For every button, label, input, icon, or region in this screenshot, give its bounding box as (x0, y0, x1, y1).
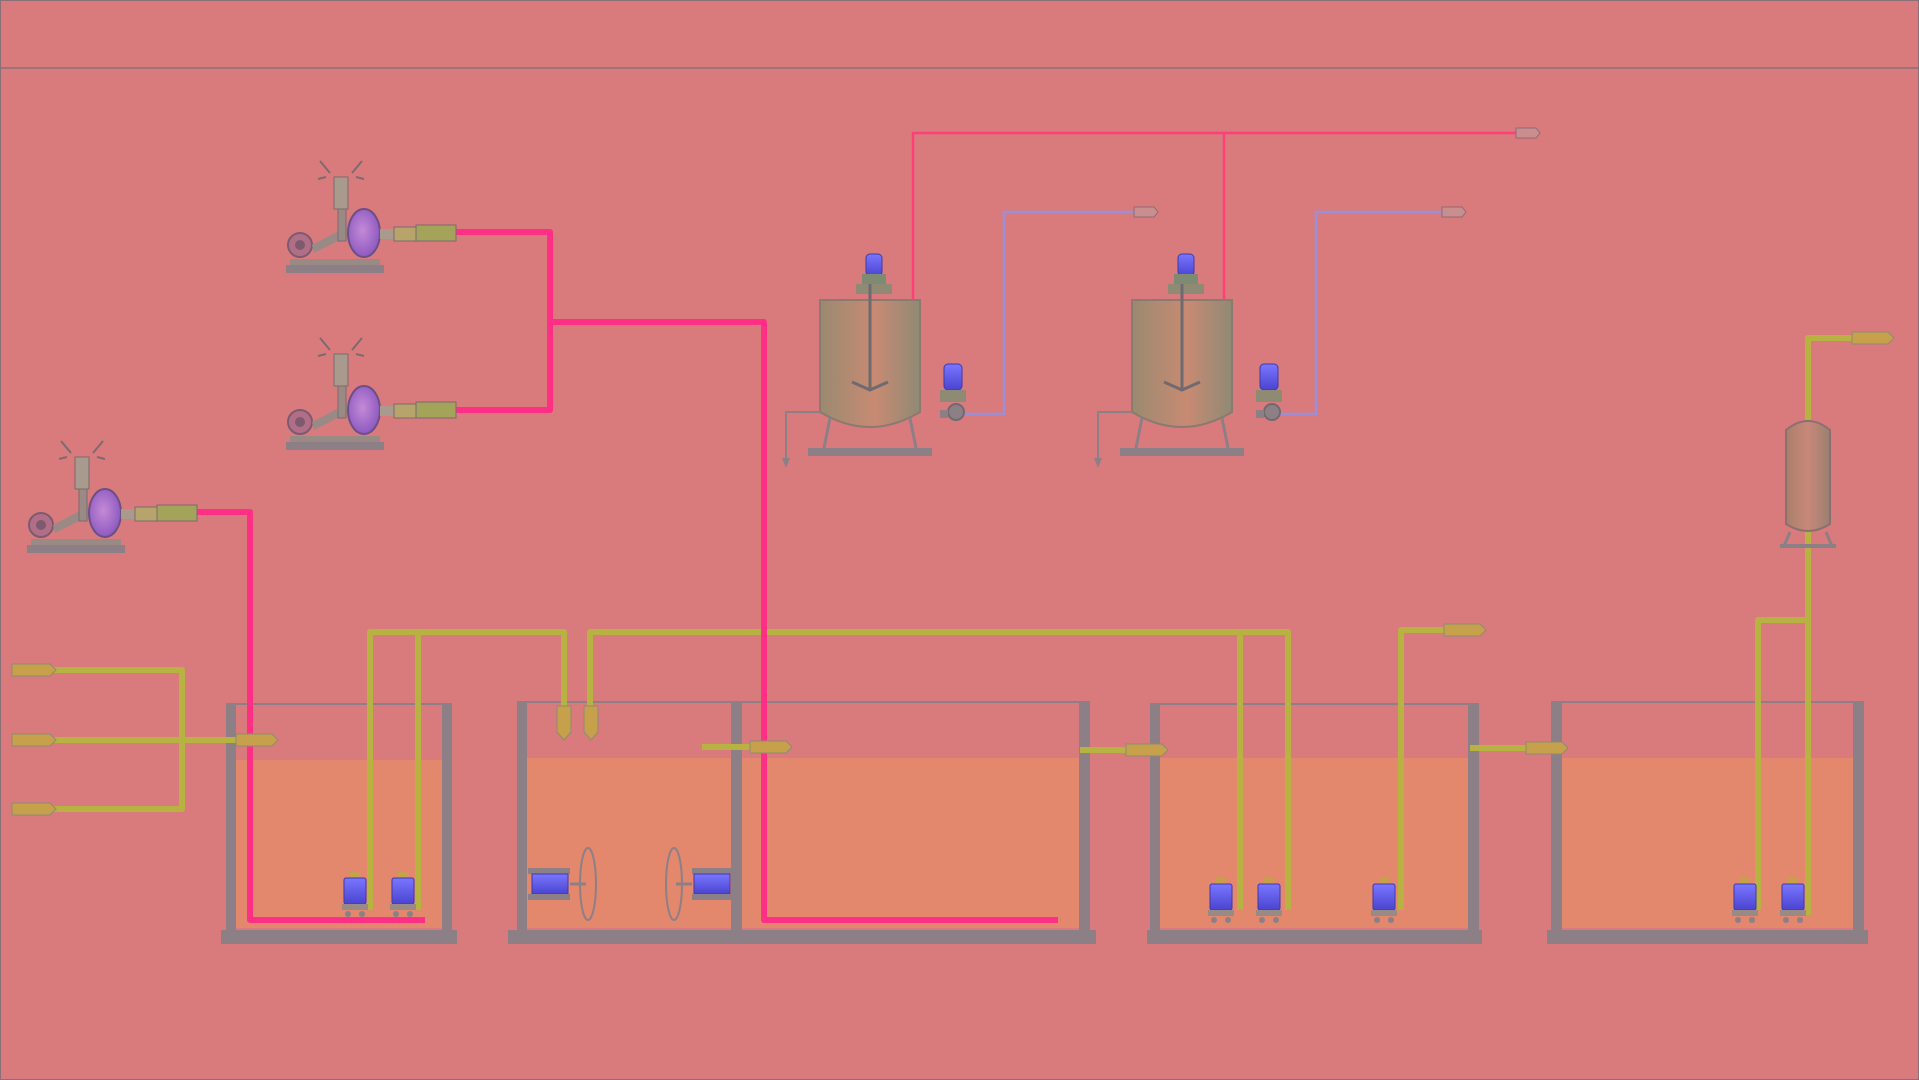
pipe-arrow-icon (235, 733, 279, 747)
pipe-arrow-icon (11, 802, 57, 816)
inlet-pipe-1 (54, 667, 185, 740)
submersible-pump-icon (1732, 878, 1758, 923)
inlet-nozzle-icon (556, 705, 572, 741)
basin-2-wall-left (517, 702, 527, 930)
metering-pump-2 (1256, 363, 1282, 421)
dosing-tank-1 (782, 253, 966, 468)
mixing-tank-icon (1094, 253, 1244, 468)
blowers (27, 160, 457, 553)
pipe-arrow-icon (1515, 127, 1541, 139)
basin-4-wall-left (1150, 704, 1160, 930)
mixer-2 (665, 847, 734, 921)
pipe-arrow-icon (1441, 206, 1467, 218)
mixing-tank-icon (782, 253, 932, 468)
submersible-pump-icon (1256, 878, 1282, 923)
submersible-pumps (342, 872, 1806, 923)
vessel-outlet (1805, 335, 1858, 420)
basin-4-floor (1147, 930, 1482, 944)
basin-4 (1147, 703, 1482, 944)
basin-3-wall-right (1079, 702, 1090, 930)
blower-2 (286, 337, 457, 450)
roots-blower-icon (27, 440, 198, 553)
basin-5-wall-left (1551, 702, 1562, 930)
metering-pump-1 (940, 363, 966, 421)
mixers (528, 847, 734, 921)
inlet-nozzle-icon (583, 705, 599, 741)
basin-1-wall-left (226, 704, 236, 930)
metering-pump-icon (1256, 363, 1282, 421)
blower-1 (286, 160, 457, 273)
roots-blower-icon (286, 160, 457, 273)
basin-3 (508, 702, 1096, 944)
pipe-arrow-icon (1125, 743, 1169, 757)
chemical-lines (911, 131, 1520, 416)
blower-3-air-pipe (192, 509, 425, 923)
basin-4-outlet (1398, 627, 1450, 910)
pipe-arrow-icon (749, 740, 793, 754)
inlet-pipe-3 (54, 740, 185, 812)
dosing-line-2 (1260, 210, 1455, 416)
basin-5-floor (1547, 930, 1868, 944)
blower-3 (27, 440, 198, 553)
basin-1-pump-riser-a (367, 629, 567, 910)
basin-2-water (526, 758, 732, 928)
basin-5-wall-right (1853, 702, 1864, 930)
blower-1-air-pipe (455, 229, 553, 413)
basin-2-3-floor (508, 930, 1096, 944)
filter-vessel (1780, 420, 1836, 548)
basin-4-wall-right (1468, 704, 1479, 930)
basin-5 (1547, 701, 1868, 944)
pipe-ends (11, 127, 1895, 816)
mixer-1 (528, 847, 597, 921)
basin-4-water (1159, 758, 1469, 928)
pipe-arrow-icon (11, 733, 57, 747)
pipe-arrow-icon (11, 663, 57, 677)
metering-pump-icon (940, 363, 966, 421)
dosing-tanks (782, 253, 1282, 468)
propeller-mixer-icon (665, 847, 734, 921)
dosing-line-1 (945, 210, 1148, 416)
water-pipes (54, 335, 1858, 915)
basin-1-wall-right (442, 704, 452, 930)
blower-header-pipe (550, 319, 1058, 923)
transfer-header (587, 629, 1291, 910)
dosing-tank-2 (1094, 253, 1282, 468)
pipe-arrow-icon (1851, 331, 1895, 345)
submersible-pump-icon (390, 872, 416, 917)
air-pipes (192, 229, 1058, 923)
submersible-pump-icon (342, 872, 368, 917)
submersible-pump-icon (1780, 878, 1806, 923)
pipe-arrow-icon (1133, 206, 1159, 218)
propeller-mixer-icon (528, 847, 597, 921)
pressure-vessel-icon (1780, 420, 1836, 548)
pipe-arrow-icon (1443, 623, 1487, 637)
basin-2-wall-right (731, 702, 742, 930)
submersible-pump-icon (1371, 878, 1397, 923)
basin-1-floor (221, 930, 457, 944)
chemical-feed-line (911, 131, 1520, 300)
basin-5-riser-a (1755, 617, 1808, 910)
roots-blower-icon (286, 337, 457, 450)
submersible-pump-icon (1208, 878, 1234, 923)
basin-3-water (742, 758, 1079, 928)
pipe-arrow-icon (1525, 741, 1569, 755)
basins (221, 701, 1868, 944)
